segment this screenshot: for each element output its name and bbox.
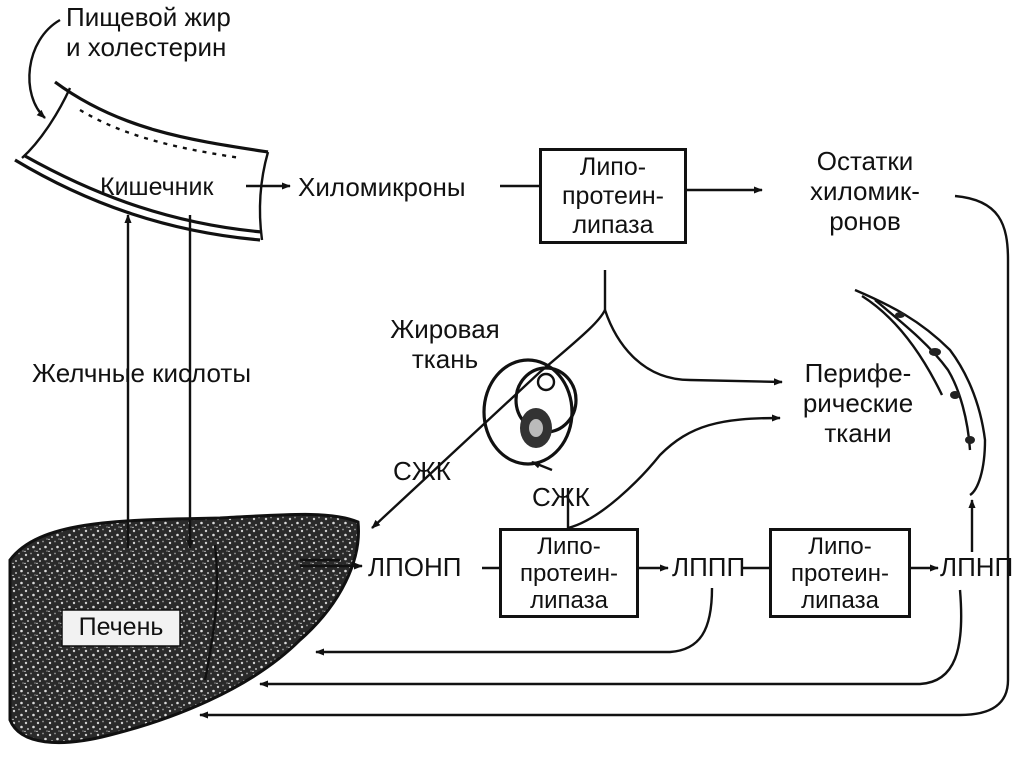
lipoprotein-lipase-box-middle: Липо- протеин- липаза	[499, 528, 639, 618]
lipoprotein-lipase-box-right: Липо- протеин- липаза	[769, 528, 911, 618]
dietary-fat-label: Пищевой жир и холестерин	[66, 2, 231, 62]
remnants-return-arrow	[199, 194, 1010, 719]
adipose-tissue-label: Жировая ткань	[390, 314, 500, 374]
vldl-label: ЛПОНП	[368, 552, 462, 582]
adipose-cell-illustration	[482, 358, 578, 466]
ldl-label: ЛПНП	[940, 552, 1014, 582]
liver-label: Печень	[78, 613, 164, 641]
to-peripheral-arrow	[603, 309, 783, 386]
liver-illustration	[8, 512, 360, 745]
ldl-return-arrow	[259, 589, 963, 688]
intestine-label: Кишечник	[100, 173, 214, 201]
intestine-illustration	[14, 80, 270, 242]
ffa-to-adipose-arrow	[531, 460, 553, 472]
chylomicrons-label: Хиломикроны	[298, 172, 466, 202]
ffa-to-liver-arrow	[371, 309, 607, 529]
lipoprotein-lipase-box-top: Липо- протеин- липаза	[539, 148, 687, 244]
chylomicron-remnants-label: Остатки хиломик- ронов	[810, 146, 920, 236]
peripheral-cells-illustration	[854, 288, 987, 497]
dietary-fat-arrow	[28, 18, 61, 119]
ffa-center-label: СЖК	[532, 482, 590, 512]
peripheral-tissues-label: Перифе- рические ткани	[802, 358, 914, 448]
bile-acids-label: Желчные кислоты	[32, 358, 252, 388]
mid-to-peripheral-arrow	[567, 414, 781, 530]
ffa-left-label: СЖК	[393, 456, 451, 486]
idl-label: ЛППП	[672, 552, 746, 582]
idl-return-arrow	[315, 587, 714, 656]
